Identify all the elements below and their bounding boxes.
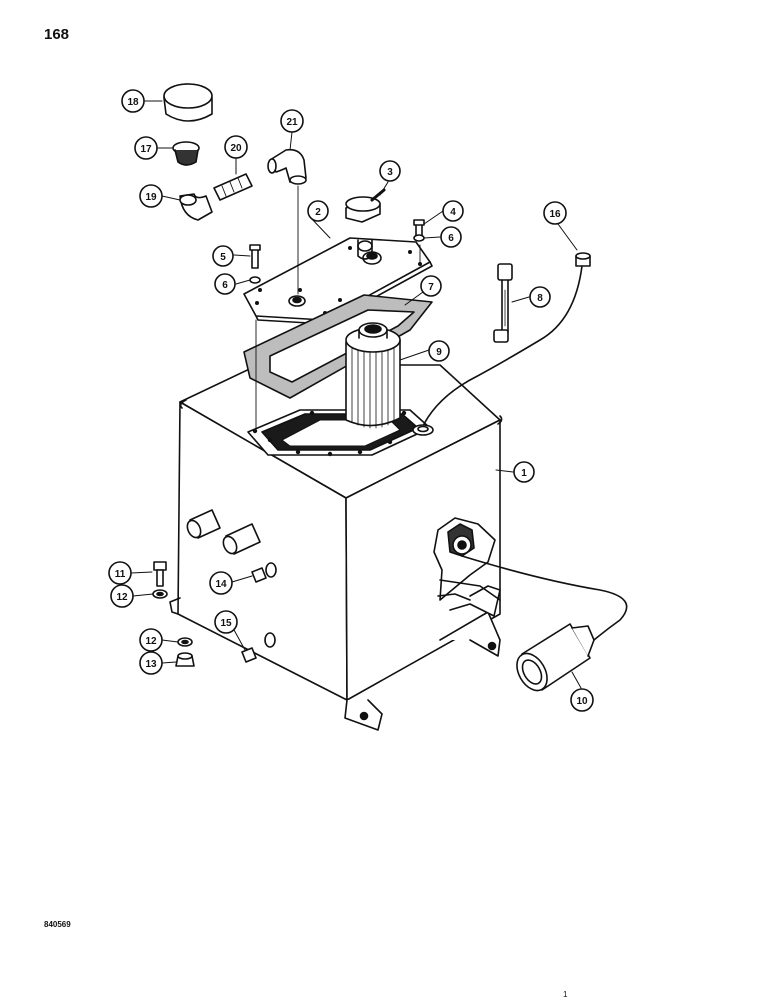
sight-gauge	[493, 263, 513, 343]
svg-text:6: 6	[222, 280, 228, 291]
svg-text:12: 12	[116, 592, 128, 603]
callout-6: 6	[214, 273, 236, 295]
svg-text:19: 19	[145, 192, 157, 203]
drawing-code: 840569	[44, 920, 71, 929]
svg-text:10: 10	[576, 696, 588, 707]
callout-5: 5	[212, 245, 234, 267]
callout-2: 2	[307, 200, 329, 222]
callout-10: 10	[570, 688, 594, 712]
svg-text:13: 13	[145, 659, 157, 670]
svg-text:16: 16	[549, 209, 561, 220]
callout-19: 19	[139, 184, 163, 208]
svg-text:12: 12	[145, 636, 157, 647]
callout-12: 12	[110, 584, 134, 608]
svg-text:6: 6	[448, 233, 454, 244]
callout-18: 18	[121, 89, 145, 113]
callout-12: 12	[139, 628, 163, 652]
callout-21: 21	[280, 109, 304, 133]
callout-9: 9	[428, 340, 450, 362]
svg-text:5: 5	[220, 252, 226, 263]
callout-16: 16	[543, 201, 567, 225]
svg-text:8: 8	[537, 293, 543, 304]
callout-20: 20	[224, 135, 248, 159]
callout-4: 4	[442, 200, 464, 222]
breather-assembly	[163, 83, 307, 221]
svg-text:14: 14	[215, 579, 227, 590]
callout-15: 15	[214, 610, 238, 634]
svg-text:3: 3	[387, 167, 393, 178]
svg-text:11: 11	[115, 569, 126, 580]
suction-strainer	[461, 555, 628, 692]
footer-mark: 1	[563, 990, 568, 999]
svg-text:21: 21	[286, 117, 298, 128]
callout-8: 8	[529, 286, 551, 308]
svg-text:15: 15	[220, 618, 232, 629]
svg-text:1: 1	[521, 468, 527, 479]
svg-text:18: 18	[127, 97, 139, 108]
callout-3: 3	[379, 160, 401, 182]
svg-text:20: 20	[230, 143, 242, 154]
svg-text:4: 4	[450, 207, 456, 218]
callout-11: 11	[108, 561, 132, 585]
reservoir-tank	[169, 364, 503, 731]
callout-17: 17	[134, 136, 158, 160]
svg-text:9: 9	[436, 347, 442, 358]
filter-element	[345, 322, 401, 429]
mounting-hardware	[152, 561, 267, 667]
svg-text:2: 2	[315, 207, 321, 218]
callout-13: 13	[139, 651, 163, 675]
svg-text:7: 7	[428, 282, 434, 293]
callout-14: 14	[209, 571, 233, 595]
callout-7: 7	[420, 275, 442, 297]
drain-plug	[423, 252, 591, 425]
callout-1: 1	[513, 461, 535, 483]
svg-text:17: 17	[140, 144, 152, 155]
breather	[345, 188, 386, 260]
callout-6: 6	[440, 226, 462, 248]
page-number: 168	[44, 26, 70, 43]
